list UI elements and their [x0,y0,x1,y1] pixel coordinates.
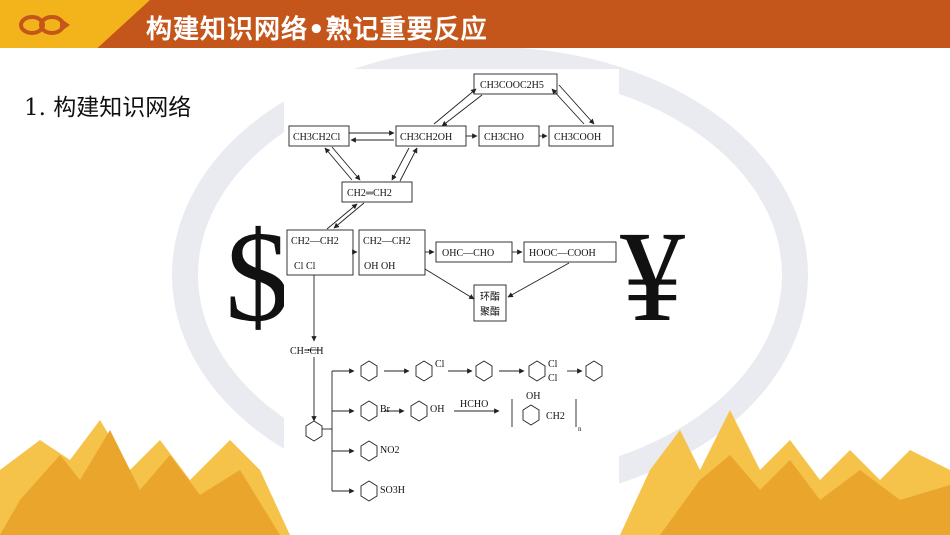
label-ethanol: CH3CH2OH [400,132,452,143]
resin-ring [522,404,540,426]
label-resin-n: n [578,425,582,433]
label-chloro: Cl [435,359,445,370]
node-box-ethylene [341,181,413,203]
arrow-ethanol-to-ethylene [391,147,410,181]
label-phenol: OH [430,404,444,415]
dichlorocyclohexane-ring [528,360,546,382]
header-bar [0,0,950,48]
arrow-chloroethane-to-ethylene [331,146,361,181]
label-esters-1: 环酯 [480,291,500,303]
reaction-network-diagram: CH3COOC2H5 CH3CH2Cl CH3CH2OH CH3CHO CH3C… [284,69,619,512]
mountain-range-front-left [0,430,280,535]
section-heading: 1. 构建知识网络 [24,95,192,121]
label-ethylene: CH2═CH2 [347,188,392,199]
cyclohexene-ring [475,360,493,382]
node-box-chloroethane [288,125,350,147]
label-bromo: Br [380,404,391,415]
label-dichloro-1: Cl [548,359,558,370]
background-dollar-glyph: $ [225,205,290,349]
node-box-ethylene-glycol [358,229,426,276]
node-box-oxalic-acid [523,241,617,263]
label-resin-ch2: CH2 [546,411,565,422]
page-title: 构建知识网络•熟记重要反应 [146,15,488,45]
label-sulfo: SO3H [380,485,405,496]
background-yen-glyph: ¥ [620,205,685,349]
link-icon [19,15,70,35]
label-ethyl-acetate: CH3COOC2H5 [480,80,544,91]
node-box-acetic-acid [548,125,614,147]
arrow-ethanol-to-ester [433,88,477,125]
label-hcho: HCHO [460,399,488,410]
chlorocyclohexane-ring [415,360,433,382]
cyclohexadiene-ring [585,360,603,382]
arrow-oxalic-to-esters [507,262,570,298]
benzene-ring-main [305,420,323,442]
arrow-ethylene-to-dichloroethane [333,202,365,229]
nitrobenzene-ring [360,440,378,462]
label-acetaldehyde: CH3CHO [484,132,524,143]
label-glycol-bottom: OH OH [364,261,395,272]
label-resin-oh: OH [526,391,540,402]
arrow-ethylene-to-chloroethane [324,147,353,181]
label-dichloroethane-top: CH2—CH2 [291,236,339,247]
node-box-esters [473,284,507,322]
arrow-glycol-to-esters [424,268,475,300]
arrow-dichloroethane-to-ethylene [326,203,358,230]
label-glycol-top: CH2—CH2 [363,236,411,247]
node-box-ethyl-acetate [473,73,558,95]
arrow-ethylene-to-ethanol [399,147,418,182]
label-chloroethane: CH3CH2Cl [293,132,340,143]
phenol-ring [410,400,428,422]
label-esters-2: 聚酯 [480,306,500,318]
label-acetic-acid: CH3COOH [554,132,601,143]
bromobenzene-ring [360,400,378,422]
label-nitro: NO2 [380,445,399,456]
mountain-range-right-front [660,455,950,535]
sulfonic-ring [360,480,378,502]
label-oxalic-acid: HOOC—COOH [529,248,596,259]
arrow-acid-to-ester [551,88,585,125]
cyclohexane-ring [360,360,378,382]
label-dichloroethane-bottom: Cl Cl [294,261,316,272]
label-dichloro-2: Cl [548,373,558,384]
label-acetylene: CH≡CH [290,346,323,357]
arrow-ester-to-acid [558,84,595,125]
arrow-ester-to-ethanol [441,94,483,127]
label-glyoxal: OHC—CHO [442,248,494,259]
